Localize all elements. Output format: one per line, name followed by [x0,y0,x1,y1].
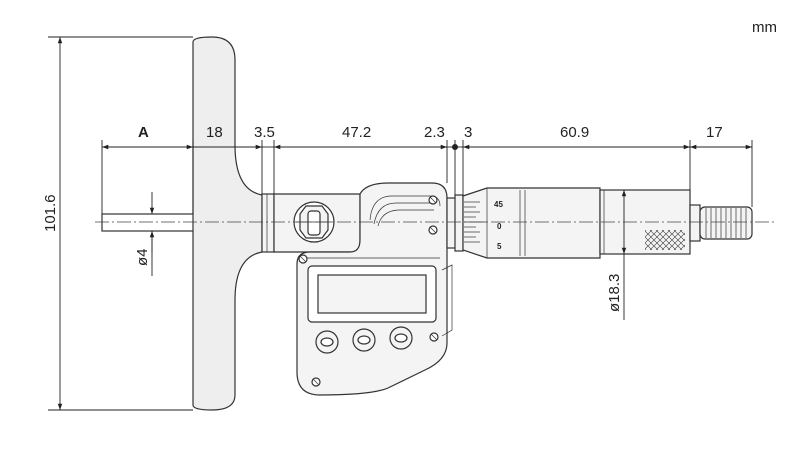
button-left[interactable] [315,330,339,354]
screw-icon [428,195,438,205]
screw-icon [298,254,308,264]
dim-a: A [138,124,149,141]
button-right[interactable] [389,326,413,350]
dim-47-2: 47.2 [342,124,371,141]
lcd-screen [317,274,427,314]
spindle-neck [261,193,275,253]
dim-60-9: 60.9 [560,124,589,141]
base [192,36,263,411]
thimble-scale-label: 45 [494,200,503,209]
screw-icon [429,332,439,342]
dim-thimble-diameter: ø18.3 [606,274,623,312]
button-middle[interactable] [352,328,376,352]
knurled-grip [645,230,685,250]
dim-18: 18 [206,124,223,141]
thimble-scale-label: 0 [497,222,502,231]
dim-3-5: 3.5 [254,124,275,141]
dim-17: 17 [706,124,723,141]
screw-icon [311,377,321,387]
measuring-rod [101,213,195,232]
dim-height: 101.6 [42,194,59,232]
dim-2-3: 2.3 [424,124,445,141]
dim-rod-diameter: ø4 [134,248,151,266]
thimble[interactable] [462,187,601,259]
screw-icon [428,225,438,235]
unit-label: mm [752,19,777,36]
thimble-scale-label: 5 [497,242,502,251]
datum-dot [452,144,458,150]
dim-3: 3 [464,124,472,141]
